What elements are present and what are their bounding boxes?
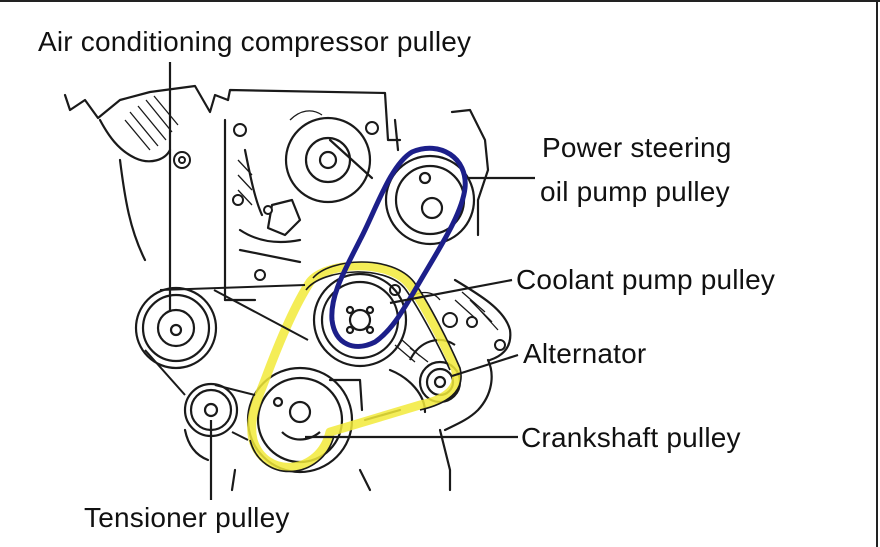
leader-lines bbox=[168, 62, 535, 500]
outer-belt bbox=[144, 284, 309, 441]
ac-compressor-pulley bbox=[134, 286, 218, 370]
label-crankshaft-pulley: Crankshaft pulley bbox=[521, 422, 741, 453]
blue-belt-outline bbox=[329, 145, 468, 349]
label-ac-compressor-pulley: Air conditioning compressor pulley bbox=[38, 26, 472, 57]
coolant-pump-pulley bbox=[312, 272, 408, 368]
yellow-belt-highlight bbox=[247, 261, 461, 472]
label-coolant-pump-pulley: Coolant pump pulley bbox=[516, 264, 776, 295]
upper-hub bbox=[284, 116, 372, 204]
label-power-steering-line1: Power steering bbox=[542, 132, 732, 163]
label-tensioner-pulley: Tensioner pulley bbox=[84, 502, 290, 533]
label-alternator: Alternator bbox=[523, 338, 647, 369]
bolt-holes bbox=[173, 121, 506, 351]
belt-edges bbox=[249, 261, 462, 473]
engine-detail-marks bbox=[124, 95, 499, 363]
label-power-steering-line2: oil pump pulley bbox=[540, 176, 730, 207]
engine-block bbox=[63, 84, 512, 492]
frame-right-border bbox=[876, 0, 878, 547]
frame-top-border bbox=[0, 0, 880, 2]
